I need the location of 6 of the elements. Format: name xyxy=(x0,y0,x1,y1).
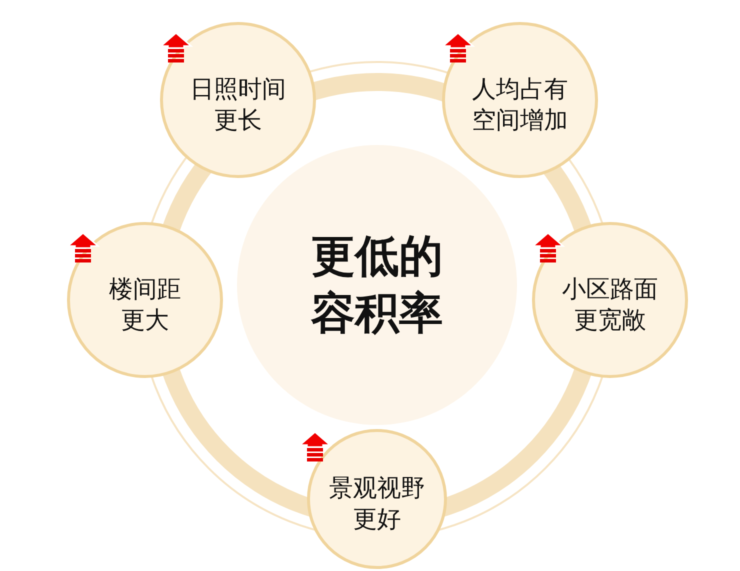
benefit-text: 人均占有空间增加 xyxy=(470,74,569,136)
center-title: 更低的容积率 xyxy=(310,230,444,341)
benefit-text: 楼间距更大 xyxy=(108,274,182,336)
benefit-text: 景观视野更好 xyxy=(328,472,426,535)
benefit-text: 日照时间更长 xyxy=(188,74,287,136)
benefit-text: 小区路面更宽敞 xyxy=(560,274,659,336)
